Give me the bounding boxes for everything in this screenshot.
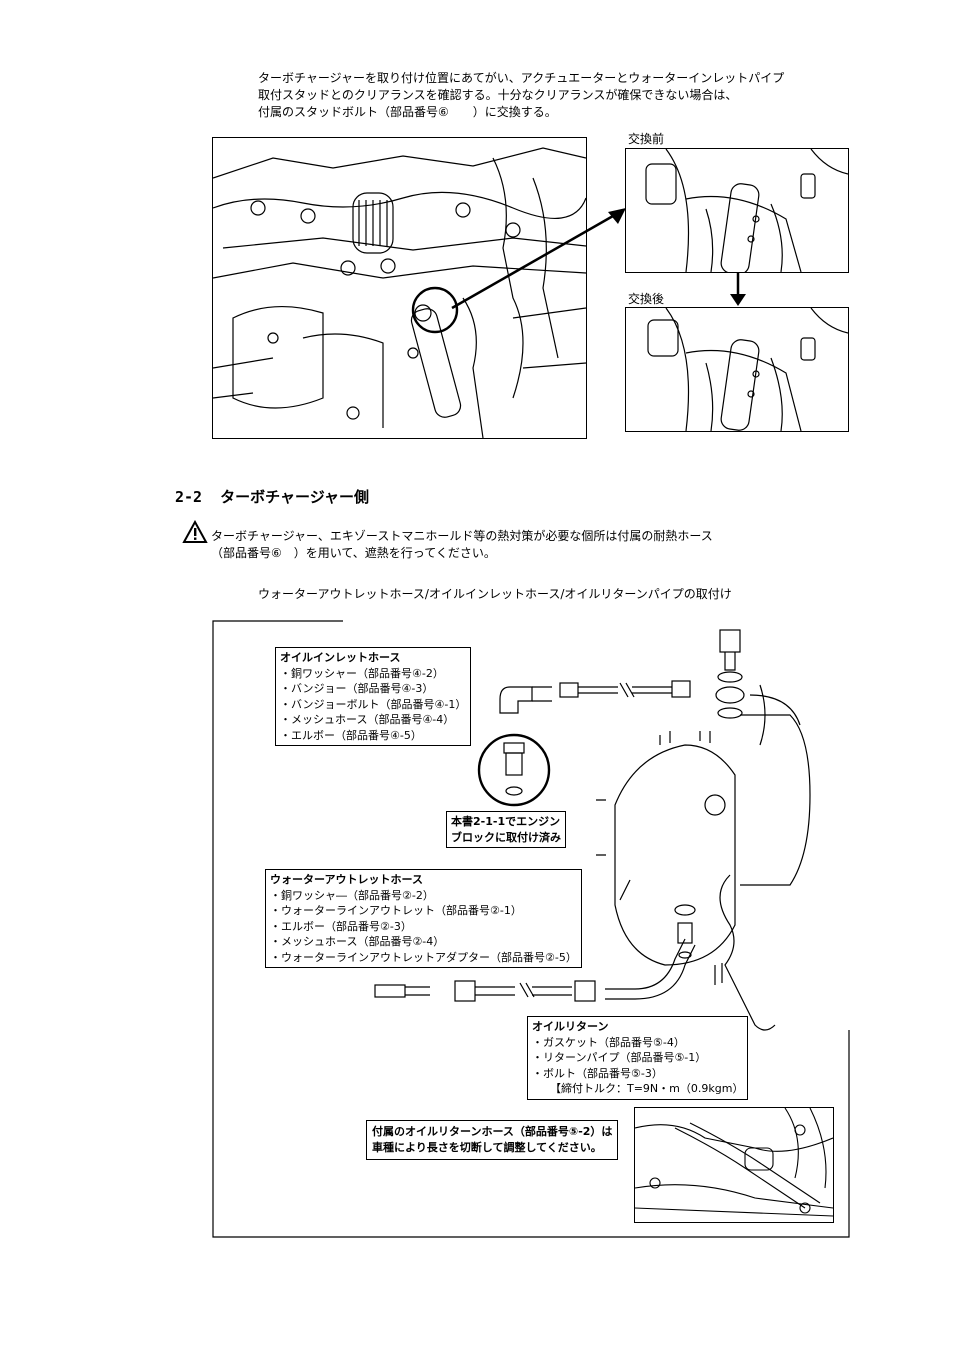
oil-inlet-title: オイルインレットホース	[280, 651, 401, 664]
oil-return-item: ・リターンパイプ（部品番号⑤-1）	[532, 1051, 707, 1064]
water-outlet-item: ・エルボー（部品番号②-3）	[270, 919, 412, 933]
warning-triangle-icon	[182, 520, 208, 543]
engine-note-line-1: 本書2-1-1でエンジン	[451, 815, 561, 828]
figure2-frame	[212, 620, 850, 1238]
before-label: 交換前	[628, 132, 665, 146]
down-arrow	[730, 272, 746, 306]
oil-inlet-item: ・バンジョー（部品番号④-3）	[280, 682, 434, 695]
subheading: ウォーターアウトレットホース/オイルインレットホース/オイルリターンパイプの取付…	[258, 587, 732, 601]
oil-inlet-callout: オイルインレットホース ・銅ワッシャー（部品番号④-2） ・バンジョー（部品番号…	[275, 647, 472, 746]
water-outlet-item: ・メッシュホース（部品番号②-4）	[270, 935, 445, 948]
engine-note-line-2: ブロックに取付け済み	[451, 830, 561, 844]
oil-return-item: ・ボルト（部品番号⑤-3）	[532, 1066, 663, 1080]
water-outlet-item: ・ウォーターラインアウトレットアダプター（部品番号②-5）	[270, 950, 577, 964]
oil-return-callout: オイルリターン ・ガスケット（部品番号⑤-4） ・リターンパイプ（部品番号⑤-1…	[527, 1016, 749, 1100]
water-outlet-callout: ウォーターアウトレットホース ・銅ワッシャ―（部品番号②-2） ・ウォーターライ…	[265, 869, 582, 968]
engine-block-note: 本書2-1-1でエンジン ブロックに取付け済み	[446, 811, 566, 848]
intro-text: ターボチャージャーを取り付け位置にあてがい、アクチュエーターとウォーターインレッ…	[258, 70, 784, 121]
oil-return-title: オイルリターン	[532, 1020, 609, 1033]
pointer-arrow	[451, 208, 626, 310]
after-label: 交換後	[628, 292, 665, 306]
intro-line-1: ターボチャージャーを取り付け位置にあてがい、アクチュエーターとウォーターインレッ…	[258, 71, 785, 85]
oil-inlet-item: ・エルボー（部品番号④-5）	[280, 728, 422, 742]
return-hose-illustration	[634, 1107, 834, 1223]
after-image	[625, 307, 849, 432]
section-title: ターボチャージャー側	[220, 488, 369, 506]
before-image	[625, 148, 849, 273]
turbo-exploded-diagram	[374, 629, 811, 1031]
water-outlet-item: ・銅ワッシャ―（部品番号②-2）	[270, 888, 434, 902]
warning-line-1: ターボチャージャー、エキゾーストマニホールド等の熱対策が必要な個所は付属の耐熱ホ…	[211, 529, 713, 543]
highlight-circle	[411, 286, 459, 334]
intro-line-3: 付属のスタッドボルト（部品番号⑥ ）に交換する。	[258, 105, 557, 119]
engine-illustration	[212, 137, 587, 439]
oil-return-item: ・ガスケット（部品番号⑤-4）	[532, 1035, 685, 1049]
oil-inlet-item: ・バンジョーボルト（部品番号④-1）	[280, 697, 467, 711]
water-outlet-title: ウォーターアウトレットホース	[270, 873, 424, 886]
oil-inlet-item: ・メッシュホース（部品番号④-4）	[280, 713, 455, 726]
hose-note-line-1: 付属のオイルリターンホース（部品番号⑤-2）は	[372, 1125, 613, 1138]
intro-line-2: 取付スタッドとのクリアランスを確認する。十分なクリアランスが確保できない場合は、	[258, 88, 738, 102]
water-outlet-item: ・ウォーターラインアウトレット（部品番号②-1）	[270, 904, 522, 917]
section-heading: 2-2 ターボチャージャー側	[175, 486, 369, 507]
warning-text: ターボチャージャー、エキゾーストマニホールド等の熱対策が必要な個所は付属の耐熱ホ…	[211, 528, 713, 562]
oil-return-torque: 【締付トルク：T=9N・m（0.9kgm）	[550, 1082, 744, 1095]
hose-length-note: 付属のオイルリターンホース（部品番号⑤-2）は 車種により長さを切断して調整して…	[366, 1120, 619, 1160]
warning-line-2: （部品番号⑥ ）を用いて、遮熱を行ってください。	[211, 546, 496, 560]
oil-inlet-item: ・銅ワッシャー（部品番号④-2）	[280, 666, 444, 680]
hose-note-line-2: 車種により長さを切断して調整してください。	[372, 1141, 602, 1154]
section-number: 2-2	[175, 488, 203, 506]
